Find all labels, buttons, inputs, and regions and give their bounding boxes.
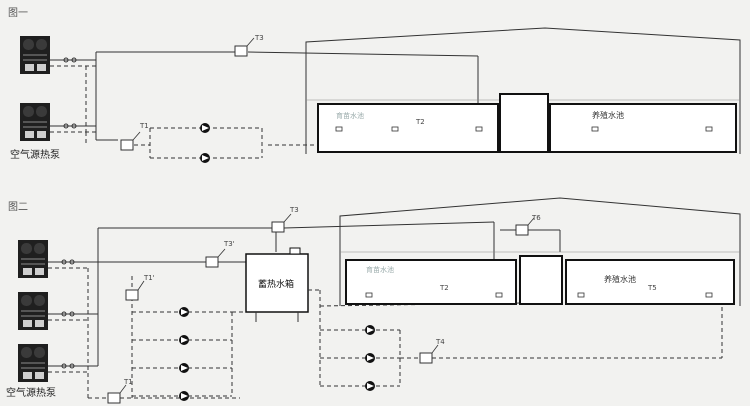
pool-right-label-fig2: 养殖水池: [604, 274, 636, 284]
figure-1-heat-pump-label: 空气源热泵: [10, 148, 60, 161]
nursery-pool-fig2: [345, 259, 517, 305]
sensor-t1-fig1: [120, 139, 134, 151]
figure-1-title: 图一: [8, 7, 28, 19]
nursery-pool-fig1: [317, 103, 499, 153]
heat-pump-unit-4: [18, 292, 48, 330]
sensor-t4-fig2-leader: [431, 344, 439, 354]
sensor-t3-fig1-leader: [246, 37, 255, 47]
sensor-t3-fig1: [234, 45, 248, 57]
circulation-pump-5-fig2: [365, 325, 375, 335]
tag-t3b-fig2: T3': [223, 240, 235, 248]
figure-2-unit-connections: [48, 259, 98, 373]
figure-2: 图二 空气源热泵: [6, 197, 741, 404]
circulation-pump-1-fig2: [179, 307, 189, 317]
heat-pump-unit-1: [20, 36, 50, 74]
figure-2-building: [339, 197, 741, 306]
sensor-t3b-fig2: [205, 256, 219, 268]
tag-t1b-fig2: T1': [143, 274, 155, 282]
heat-pump-unit-2: [20, 103, 50, 141]
figure-1-unit-connections: [50, 57, 96, 133]
tank-legs: [255, 312, 299, 322]
heat-pump-unit-3: [18, 240, 48, 278]
pool-left-label-fig1: 育苗水池: [336, 111, 364, 120]
figure-1-supply-line: [95, 51, 479, 141]
sensor-t3-fig2-leader: [283, 213, 292, 223]
circulation-pump-3-fig2: [179, 363, 189, 373]
tank-vent: [289, 247, 301, 255]
pool-left-label-fig2: 育苗水池: [366, 265, 394, 274]
figure-1-pools: 育苗水池 养殖水池 T2: [317, 93, 737, 153]
tag-t2-fig2: T2: [439, 284, 449, 292]
circulation-pump-6-fig2: [365, 353, 375, 363]
figure-1: 图一 空气源热泵 T3: [8, 7, 741, 163]
figure-2-heat-pump-label: 空气源热泵: [6, 386, 56, 399]
sensor-t1-fig1-leader: [132, 131, 141, 141]
tag-t2-fig1: T2: [415, 118, 425, 126]
pool-right-label-fig1: 养殖水池: [592, 110, 624, 120]
sensor-t6-fig2-leader: [527, 217, 535, 226]
pool-partition-fig1: [499, 93, 549, 153]
sensor-t3b-fig2-leader: [217, 248, 226, 258]
circulation-pump-4-fig2: [179, 391, 189, 401]
circulation-pump-1-fig1: [200, 123, 210, 133]
figure-1-return-line: [85, 66, 316, 146]
circulation-pump-7-fig2: [365, 381, 375, 391]
circulation-pump-2-fig2: [179, 335, 189, 345]
sensor-t6-fig2: [515, 224, 529, 236]
sensor-t1b-fig2-leader: [137, 280, 145, 291]
tag-t1-fig2: T1: [123, 378, 133, 386]
sensor-t1-fig2: [107, 392, 121, 404]
heat-pump-unit-5: [18, 344, 48, 382]
figure-2-supply-line: [70, 221, 561, 366]
circulation-pump-2-fig1: [200, 153, 210, 163]
pool-partition-fig2: [519, 255, 563, 305]
tank-label: 蓄热水箱: [258, 278, 294, 290]
figure-2-pools: 育苗水池 养殖水池 T2 T5: [345, 255, 735, 305]
tag-t3-fig1: T3: [254, 34, 264, 42]
tag-t6-fig2: T6: [531, 214, 541, 222]
sensor-t3-fig2: [271, 221, 285, 233]
heat-storage-tank: [245, 253, 309, 313]
sensor-t4-fig2: [419, 352, 433, 364]
tag-t4-fig2: T4: [435, 338, 445, 346]
tag-t1-fig1: T1: [139, 122, 149, 130]
figure-2-title: 图二: [8, 201, 28, 213]
sensor-t1b-fig2: [125, 289, 139, 301]
culture-pool-fig1: [549, 103, 737, 153]
sensor-t1-fig2-leader: [119, 384, 127, 394]
tag-t3-fig2: T3: [289, 206, 299, 214]
tag-t5-fig2: T5: [647, 284, 657, 292]
